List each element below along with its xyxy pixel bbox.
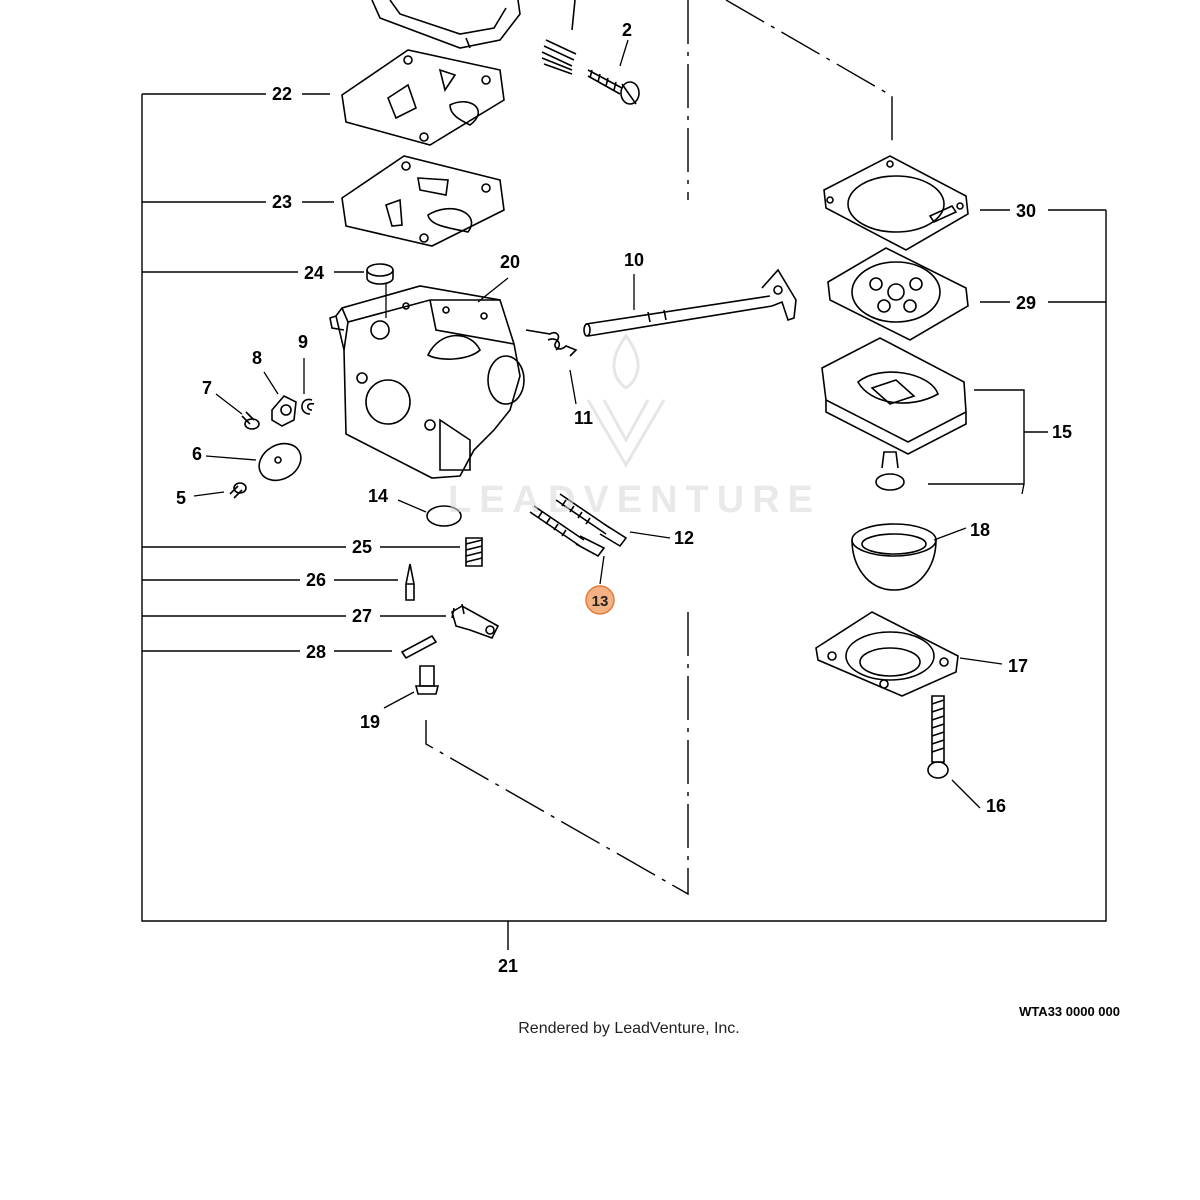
callout-20[interactable]: 20: [500, 252, 520, 272]
callout-25[interactable]: 25: [352, 537, 372, 557]
gasket-22-part: [341, 49, 505, 146]
callout-11[interactable]: 11: [574, 408, 593, 428]
callout-18[interactable]: 18: [970, 520, 990, 540]
callout-21[interactable]: 21: [498, 956, 518, 976]
gasket-23-part: [341, 155, 505, 247]
watermark-text: LEADVENTURE: [448, 479, 821, 521]
diagram-code: WTA33 0000 000: [1019, 1004, 1120, 1019]
screw-7-part: [241, 411, 260, 430]
bracket-lines: [141, 93, 1107, 950]
dashdot-lines: [425, 0, 893, 896]
leader-lines: [193, 39, 1025, 809]
lever-27-part: [451, 603, 500, 639]
gasket-30-part: [823, 155, 969, 251]
callout-labels: 2 5 6 7 8 9 10 11 12 13 14 15 16 17 18 1…: [176, 20, 1072, 976]
credit-text: Rendered by LeadVenture, Inc.: [518, 1020, 740, 1037]
spring-25-part: [465, 537, 483, 567]
needle-13-part: [529, 505, 606, 558]
lever-8-part: [271, 395, 297, 427]
callout-29[interactable]: 29: [1016, 293, 1036, 313]
callout-12[interactable]: 12: [674, 528, 694, 548]
callout-16[interactable]: 16: [986, 796, 1006, 816]
callout-8[interactable]: 8: [252, 348, 262, 368]
callout-5[interactable]: 5: [176, 488, 186, 508]
callout-9[interactable]: 9: [298, 332, 308, 352]
callout-13-highlight[interactable]: 13: [585, 585, 615, 615]
plate-6-part: [258, 442, 302, 482]
screw-5-part: [229, 482, 247, 499]
primer-bulb-18-part: [851, 523, 937, 591]
callout-28[interactable]: 28: [306, 642, 326, 662]
screw-19-part: [414, 665, 440, 695]
watermark-logo-icon: [586, 333, 666, 468]
pin-28-part: [400, 634, 438, 660]
cover-17-part: [815, 611, 959, 697]
callout-26[interactable]: 26: [306, 570, 326, 590]
carburetor-body-20-part: [329, 285, 525, 479]
needle-valve-26-part: [405, 563, 415, 601]
callout-22[interactable]: 22: [272, 84, 292, 104]
callout-30[interactable]: 30: [1016, 201, 1036, 221]
callout-23[interactable]: 23: [272, 192, 292, 212]
screw-2-part: [587, 69, 640, 105]
callout-24[interactable]: 24: [304, 263, 324, 283]
pump-body-15-part: [821, 337, 967, 491]
diaphragm-29-part: [827, 247, 969, 341]
callout-19[interactable]: 19: [360, 712, 380, 732]
callout-15[interactable]: 15: [1052, 422, 1072, 442]
callout-2[interactable]: 2: [622, 20, 632, 40]
screw-16-part: [927, 695, 949, 779]
callout-13[interactable]: 13: [592, 593, 609, 610]
callout-14[interactable]: 14: [368, 486, 388, 506]
filter-24-part: [366, 263, 394, 285]
shaft-10-part: [583, 268, 797, 337]
callout-10[interactable]: 10: [624, 250, 644, 270]
oring-14-part: [426, 505, 462, 527]
clip-9-part: [301, 398, 315, 415]
needle-12-part: [555, 493, 628, 548]
callout-17[interactable]: 17: [1008, 656, 1028, 676]
callout-7[interactable]: 7: [202, 378, 212, 398]
spring-11-part: [525, 329, 578, 357]
spring-part: [541, 0, 577, 75]
callout-6[interactable]: 6: [192, 444, 202, 464]
top-partial-part: [371, 0, 521, 49]
callout-27[interactable]: 27: [352, 606, 372, 626]
